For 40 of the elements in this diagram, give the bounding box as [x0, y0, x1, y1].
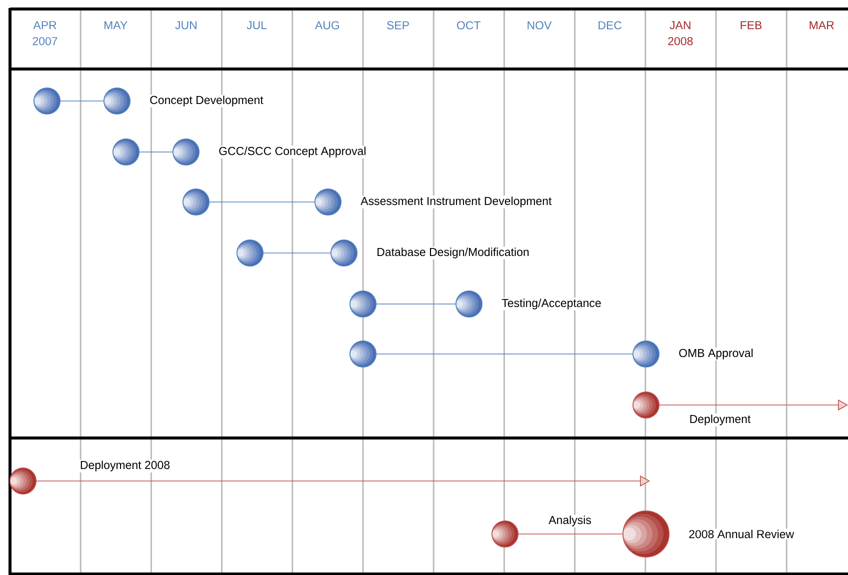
- milestone-circle: [350, 340, 376, 368]
- task-label: Database Design/Modification: [376, 246, 530, 260]
- milestone-circle: [112, 138, 140, 166]
- milestone-circle: [104, 88, 130, 114]
- milestone-circle: [456, 290, 482, 318]
- month-label: NOV: [528, 21, 552, 30]
- task-label: Assessment Instrument Development: [360, 196, 553, 208]
- milestone-circle: [34, 88, 60, 114]
- month-label: JUN: [175, 21, 196, 30]
- milestone-circle: [182, 188, 210, 216]
- milestone-circle: [350, 290, 376, 318]
- edge-label: Deployment 2008: [78, 460, 172, 472]
- milestone-circle: [314, 188, 342, 216]
- month-label: MAR: [810, 21, 834, 30]
- task-label: Testing/Acceptance: [500, 298, 602, 310]
- month-label: FEB: [740, 21, 762, 30]
- month-label: OCT: [457, 21, 480, 30]
- connector-line: [60, 100, 104, 102]
- milestone-circle: [10, 468, 36, 494]
- milestone-circle: [330, 240, 358, 266]
- milestone-circle: [172, 138, 200, 166]
- milestone-circle: [622, 510, 670, 558]
- task-label: Concept Development: [148, 94, 264, 108]
- task-label: GCC/SCC Concept Approval: [218, 146, 368, 158]
- task-label: OMB Approval: [678, 348, 754, 360]
- month-label: SEP: [387, 21, 409, 30]
- edge-label: Analysis: [548, 514, 592, 528]
- month-label: JUL: [246, 21, 267, 30]
- month-label: DEC: [598, 21, 622, 30]
- milestone-circle: [632, 392, 660, 418]
- milestone-circle: [492, 520, 518, 548]
- month-label: APR 2007: [32, 21, 58, 46]
- milestone-circle: [632, 340, 660, 368]
- month-label: AUG: [314, 21, 339, 30]
- month-label: JAN 2008: [668, 21, 693, 46]
- task-label: 2008 Annual Review: [688, 528, 796, 540]
- connector-line: [263, 252, 331, 254]
- milestone-circle: [236, 240, 264, 266]
- month-label: MAY: [104, 21, 128, 30]
- edge-label: Deployment: [688, 414, 752, 426]
